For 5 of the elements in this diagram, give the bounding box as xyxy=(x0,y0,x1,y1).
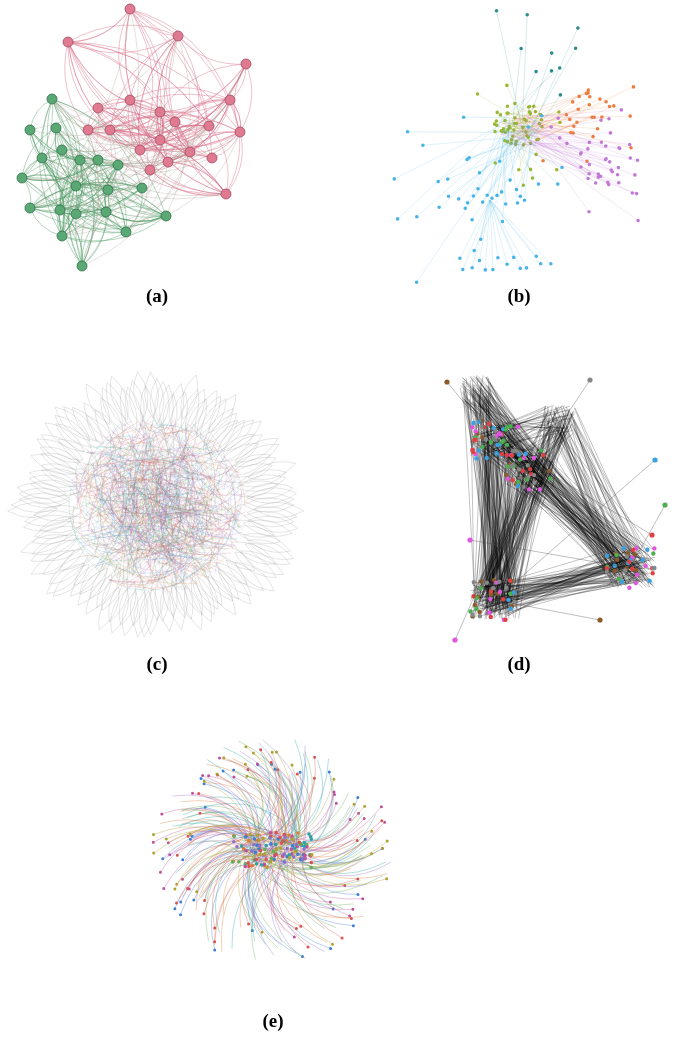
panel-label: (b) xyxy=(507,285,531,307)
panel-label: (a) xyxy=(145,285,169,307)
panel-label: (d) xyxy=(507,653,531,675)
panel-label: (c) xyxy=(146,653,168,675)
panel-label: (e) xyxy=(262,1010,284,1032)
